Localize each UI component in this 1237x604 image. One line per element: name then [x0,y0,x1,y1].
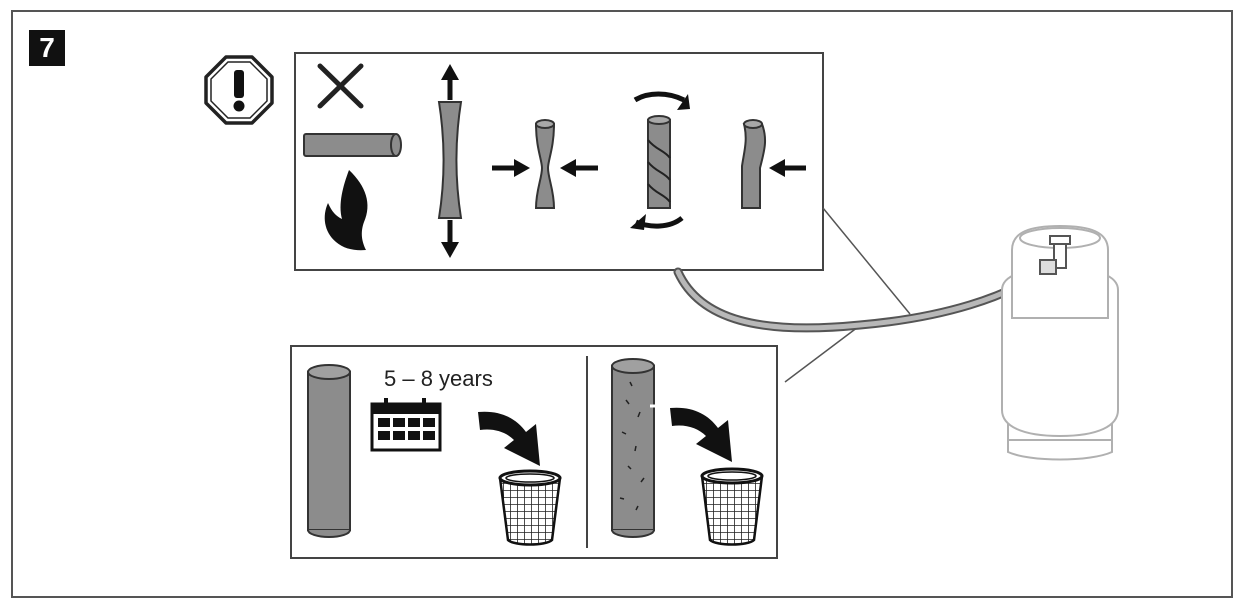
damaged-hose-icon [611,358,656,538]
down-arrow-icon [478,411,540,466]
kink-warning-icon [741,119,806,209]
diagram-frame [11,10,1233,598]
twist-warning-icon [630,91,690,230]
new-hose-icon [307,364,351,538]
flame-icon [324,170,368,251]
bottom-panel-leader-line [784,326,859,383]
stretch-warning-icon [437,64,463,258]
waste-basket-icon [700,467,764,546]
top-panel-leader-line [822,207,911,315]
hose-segment-icon [303,133,402,157]
handling-warnings-panel [294,52,824,271]
gas-hose [673,261,1055,333]
calendar-icon [370,398,442,452]
gas-cylinder [1001,224,1119,461]
warning-octagon-icon [204,55,274,125]
step-number-badge: 7 [29,30,65,66]
waste-basket-icon [498,469,562,546]
replacement-interval-label: 5 – 8 years [384,366,493,391]
compress-warning-icon [492,119,598,209]
prohibited-x-icon [317,63,364,109]
down-arrow-icon [670,407,732,462]
